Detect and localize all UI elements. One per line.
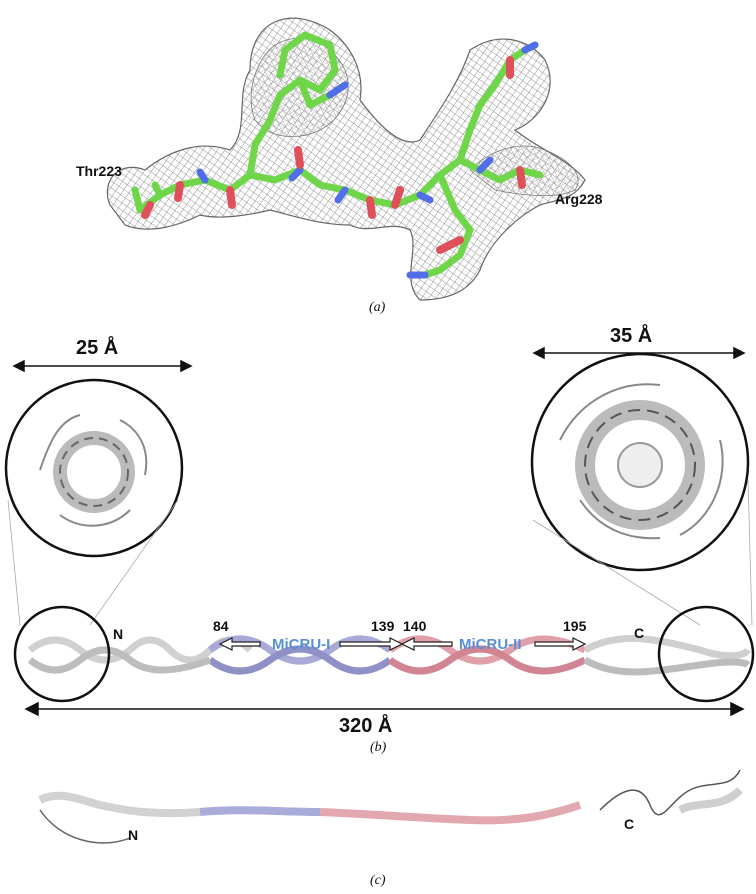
caption-b: (b) [370,740,387,755]
stick-model [131,31,544,279]
circle-n-terminus [13,605,111,703]
zoom-guides [7,479,753,626]
domain-micru-i-label: MiCRU-I [272,636,331,653]
dimension-arrows [12,346,746,717]
circle-c-terminus [657,605,755,703]
coiled-coil-b [27,634,751,676]
domain-micru-ii-label: MiCRU-II [459,636,522,653]
residue-end-label: Arg228 [555,191,603,207]
zoom-right [530,352,750,572]
total-length-label: 320 Å [339,715,393,737]
c-terminus-label-b: C [634,625,645,641]
caption-c: (c) [370,873,386,888]
caption-a: (a) [369,300,386,315]
c-terminus-label-c: C [624,816,635,832]
n-terminus-label-c: N [128,827,139,843]
right-width-label: 35 Å [610,325,653,347]
zoom-left [4,378,184,558]
residue-195-label: 195 [563,618,587,634]
residue-140-label: 140 [403,618,427,634]
coiled-coil-c [38,769,743,844]
residue-139-label: 139 [371,618,395,634]
residue-84-label: 84 [213,618,229,634]
residue-start-label: Thr223 [76,163,122,179]
left-width-label: 25 Å [76,337,119,359]
domain-arrows [218,637,587,651]
n-terminus-label-b: N [113,626,124,642]
